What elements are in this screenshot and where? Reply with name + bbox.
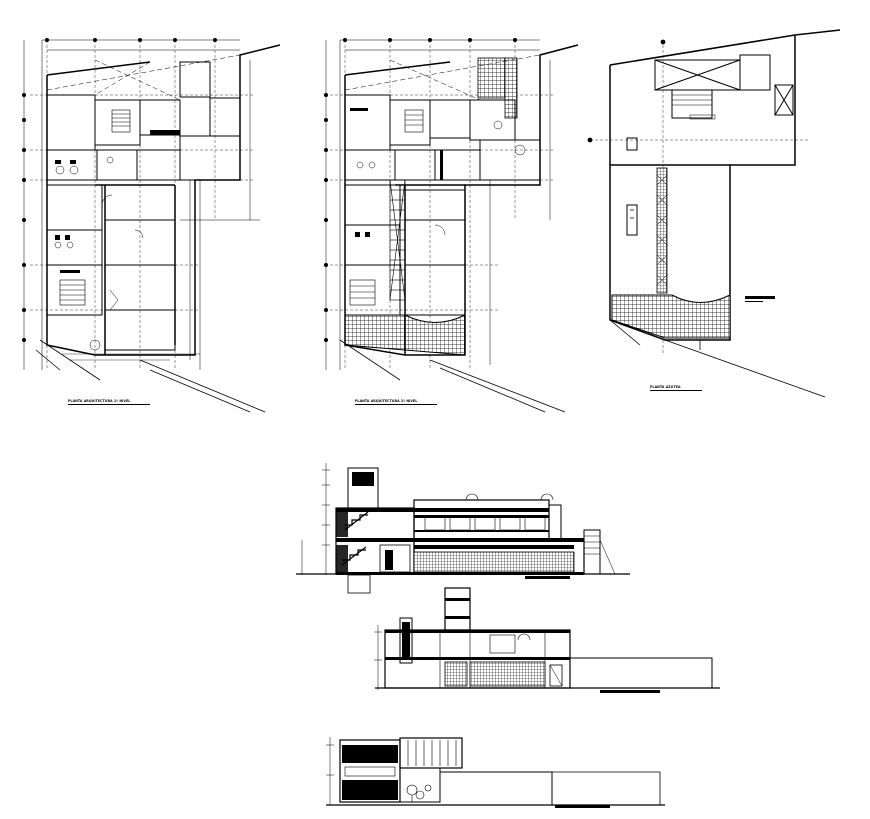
caption-text: PLANTA ARQUITECTURA 1º NIVEL [68,399,130,403]
plan-first-floor [22,38,281,413]
plan-first-floor-caption: PLANTA ARQUITECTURA 1º NIVEL [68,399,150,405]
elevation-1 [326,737,665,808]
caption-text: PLANTA ARQUITECTURA 2º NIVEL [355,399,417,403]
section-2 [374,587,720,693]
section-1 [296,463,630,594]
plan-roof-caption: PLANTA AZOTEA [650,385,702,391]
plan-second-floor [324,38,579,413]
plan-second-floor-caption: PLANTA ARQUITECTURA 2º NIVEL [355,399,437,405]
plan-roof [587,29,841,398]
caption-text: PLANTA AZOTEA [650,385,681,389]
